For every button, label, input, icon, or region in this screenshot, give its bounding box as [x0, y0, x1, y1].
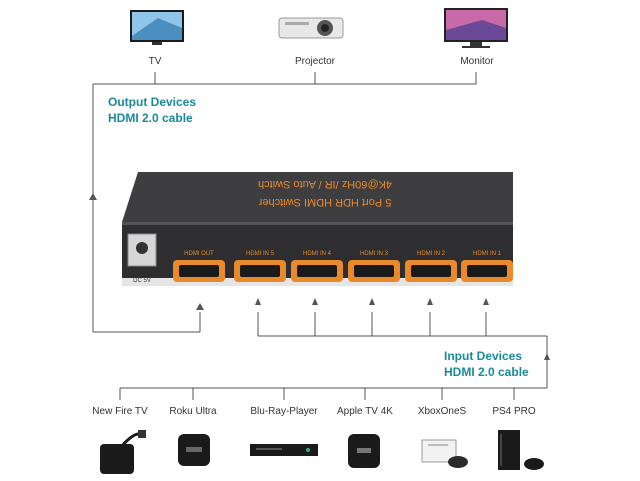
projector-label: Projector	[294, 56, 335, 67]
xbox-label: XboxOneS	[417, 406, 467, 417]
monitor-label: Monitor	[460, 56, 494, 67]
hdmi-port-in5	[233, 250, 287, 284]
tv-label: TV	[148, 56, 162, 67]
bluray-label: Blu-Ray-Player	[250, 406, 318, 417]
switcher-title: 5 Port HDR HDMI Switcher	[258, 196, 392, 208]
appletv-icon	[346, 430, 382, 472]
port-label-in4: HDMI IN 4	[302, 251, 331, 257]
hdmi-port-in2	[404, 250, 458, 284]
hdmi-port-in3	[347, 250, 401, 284]
hdmi-port-out	[172, 250, 226, 284]
port-label-in3: HDMI IN 3	[359, 251, 388, 257]
port-label-out: HDMI OUT	[184, 251, 214, 257]
projector-icon	[275, 12, 347, 44]
hdmi-port-in1	[460, 250, 514, 284]
port-label-in2: HDMI IN 2	[416, 251, 445, 257]
ps4-label: PS4 PRO	[492, 406, 536, 417]
roku-icon	[176, 430, 212, 470]
bluray-icon	[248, 440, 320, 460]
monitor-icon	[442, 6, 510, 50]
roku-label: Roku Ultra	[169, 406, 217, 417]
fire-tv-label: New Fire TV	[92, 406, 148, 417]
port-label-in1: HDMI IN 1	[472, 251, 501, 257]
tv-icon	[128, 8, 186, 48]
switcher-subtitle: 4K@60Hz /IR / Auto Switch	[257, 178, 393, 190]
ps4-icon	[494, 428, 546, 474]
appletv-label: Apple TV 4K	[337, 406, 393, 417]
fire-tv-icon	[92, 426, 148, 476]
xbox-icon	[418, 434, 470, 472]
dc-port-label: DC 5V	[133, 278, 151, 284]
input-heading: Input Devices HDMI 2.0 cable	[444, 349, 529, 379]
hdmi-port-in4	[290, 250, 344, 284]
output-heading: Output Devices HDMI 2.0 cable	[108, 95, 197, 125]
port-label-in5: HDMI IN 5	[245, 251, 274, 257]
